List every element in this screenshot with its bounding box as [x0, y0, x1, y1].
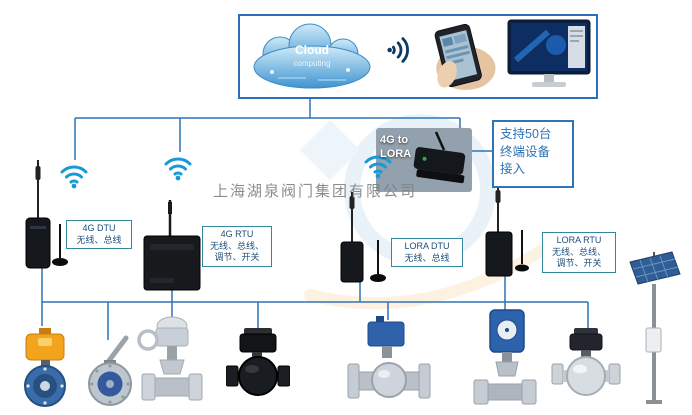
electric-gate-valve	[137, 316, 203, 401]
lora-rtu-module-photo	[485, 186, 529, 277]
label-lora-rtu-line1: 无线、总线、	[551, 246, 606, 257]
label-lora-dtu: LORA DTU 无线、总线	[391, 238, 463, 268]
4g-rtu-module-photo	[143, 200, 201, 291]
wifi-signal-icon	[164, 157, 192, 181]
hand-holding-smartphone-photo	[434, 23, 496, 91]
flanged-ball-valve-blue-actuator	[347, 316, 431, 399]
gateway-label-line2: LORA	[380, 147, 412, 160]
label-4g-rtu-title: 4G RTU	[220, 229, 254, 239]
manual-butterfly-valve	[88, 335, 132, 406]
label-lora-dtu-title: LORA DTU	[404, 241, 450, 251]
electric-ball-valve-black	[226, 328, 290, 396]
label-4g-dtu-line1: 无线、总线	[76, 234, 122, 245]
cloud-computing-illustration: Cloud computing	[253, 23, 371, 89]
stainless-ball-valve-actuator	[551, 328, 621, 396]
capacity-line2: 终端设备	[500, 144, 551, 159]
gateway-label-line1: 4G to	[380, 134, 409, 146]
lora-dtu-module-photo	[340, 192, 386, 283]
label-lora-rtu-line2: 调节、开关	[556, 258, 602, 269]
company-watermark: 上海湖泉阀门集团有限公司	[213, 183, 418, 200]
cloud-platform-panel: Cloud computing	[238, 14, 598, 99]
label-4g-dtu-title: 4G DTU	[82, 223, 116, 233]
label-4g-rtu-line2: 调节、开关	[214, 252, 260, 263]
label-lora-rtu: LORA RTU 无线、总线、 调节、开关	[542, 232, 616, 274]
wifi-signal-icon	[60, 165, 88, 189]
capacity-line1: 支持50台	[500, 127, 552, 141]
label-4g-dtu: 4G DTU 无线、总线	[66, 220, 132, 250]
solar-power-pole	[629, 251, 681, 404]
cloud-subtitle: computing	[294, 59, 331, 68]
label-4g-rtu-line1: 无线、总线、	[209, 240, 264, 251]
cloud-title: Cloud	[295, 43, 329, 57]
gateway-label: 4G to LORA	[380, 134, 428, 162]
4g-dtu-module-photo	[25, 160, 68, 269]
label-lora-dtu-line1: 无线、总线	[404, 252, 450, 263]
electric-control-valve-blue	[473, 309, 537, 405]
capacity-note-box: 支持50台 终端设备 接入	[492, 120, 574, 188]
label-4g-rtu: 4G RTU 无线、总线、 调节、开关	[202, 226, 272, 268]
electric-butterfly-valve	[24, 328, 66, 407]
desktop-computer-photo	[507, 19, 591, 87]
wifi-signal-icon	[387, 37, 409, 63]
capacity-line3: 接入	[500, 162, 526, 176]
label-lora-rtu-title: LORA RTU	[556, 235, 602, 245]
